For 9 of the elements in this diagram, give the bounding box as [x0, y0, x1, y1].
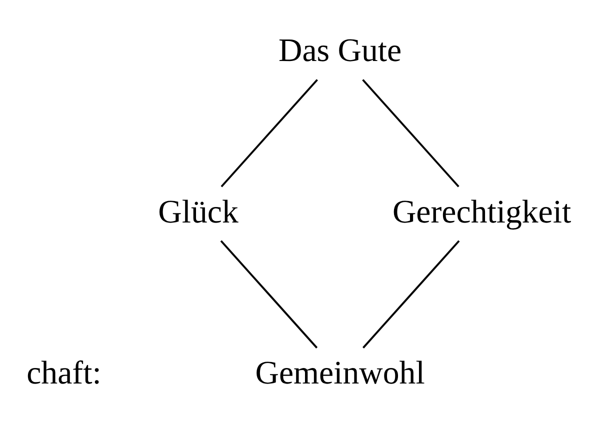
node-text: Das Gute [278, 33, 402, 70]
connector [362, 240, 460, 348]
connector [220, 79, 318, 188]
node-text: Gemeinwohl [255, 356, 425, 392]
label: chaft: [26, 356, 102, 392]
connector [220, 240, 318, 348]
node-text: Glück [158, 194, 238, 230]
connector [362, 79, 460, 188]
node-text: Gerechtigkeit [392, 194, 572, 230]
